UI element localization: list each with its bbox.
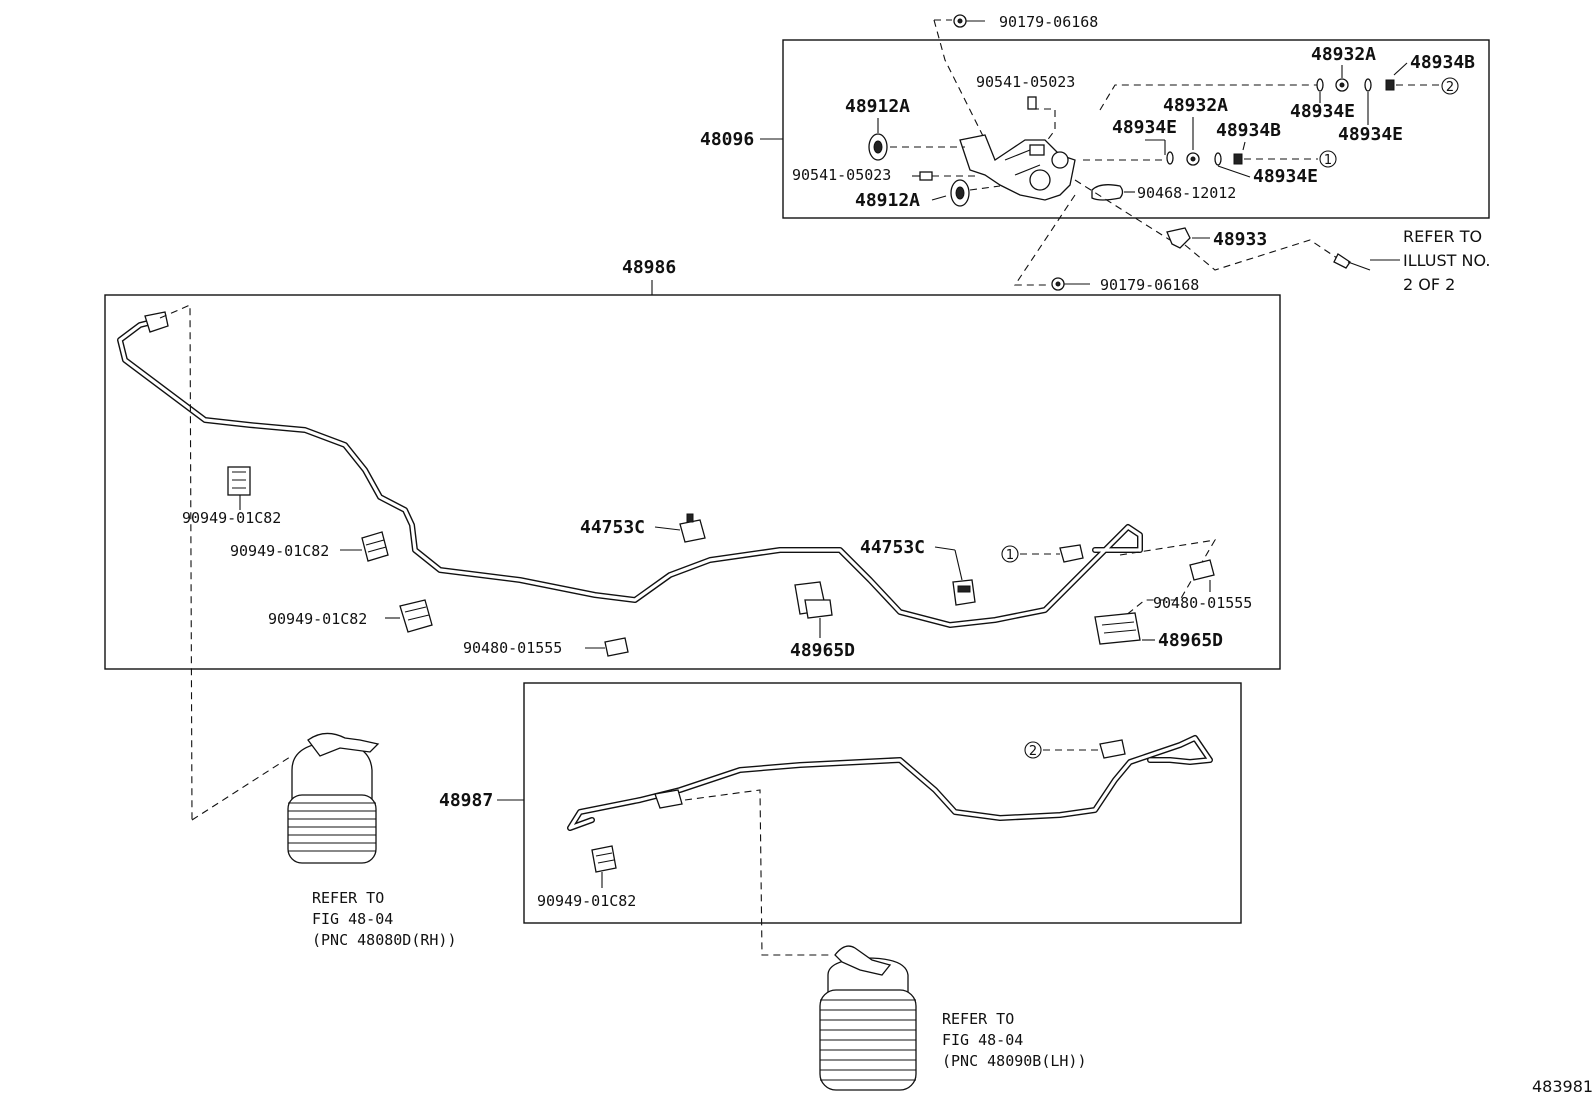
- part-label: 48934E: [1253, 166, 1318, 187]
- connector-marker-2: [1441, 77, 1459, 95]
- part-label: 90179-06168: [1100, 276, 1199, 294]
- clamp-icon: [604, 637, 629, 657]
- fitting-icon: [1233, 153, 1243, 165]
- clip-icon: [227, 466, 251, 496]
- part-label: 90541-05023: [976, 73, 1075, 91]
- clamp-icon: [1189, 559, 1215, 581]
- part-label: 44753C: [580, 517, 645, 538]
- connector-marker-2: [1024, 741, 1042, 759]
- svg-text:2: 2: [1446, 80, 1454, 95]
- o-ring-icon: [1364, 78, 1372, 92]
- bracket-icon: [1094, 612, 1141, 645]
- note-illust-3: 2 OF 2: [1403, 275, 1455, 294]
- part-label: 90480-01555: [463, 639, 562, 657]
- fitting-icon: [654, 789, 683, 809]
- diagram-id: 483981: [1532, 1077, 1592, 1096]
- part-label: 48932A: [1163, 95, 1228, 116]
- part-label: 90949-01C82: [230, 542, 329, 560]
- part-label: 48912A: [845, 96, 910, 117]
- part-label: 48965D: [790, 640, 855, 661]
- note-lh-1: REFER TO: [942, 1010, 1014, 1028]
- note-rh-3: (PNC 48080D(RH)): [312, 931, 457, 949]
- part-label: 48934E: [1112, 117, 1177, 138]
- part-label: 90541-05023: [792, 166, 891, 184]
- part-label: 90949-01C82: [268, 610, 367, 628]
- rear-line-box: [523, 682, 1242, 924]
- clip-icon: [361, 531, 389, 562]
- o-ring-icon: [1316, 78, 1324, 92]
- sensor-icon: [679, 519, 706, 543]
- part-label: 90949-01C82: [182, 509, 281, 527]
- svg-text:1: 1: [1324, 153, 1332, 168]
- svg-text:1: 1: [1006, 548, 1014, 563]
- note-rh-2: FIG 48-04: [312, 910, 393, 928]
- part-label: 48934B: [1216, 120, 1281, 141]
- fitting-icon: [1333, 253, 1351, 269]
- part-label: 48912A: [855, 190, 920, 211]
- fitting-icon: [144, 311, 169, 333]
- hose-clip-icon: [1091, 184, 1124, 201]
- part-label: 48933: [1213, 229, 1267, 250]
- bolt-icon: [1027, 96, 1037, 110]
- group-label-48986: 48986: [622, 257, 676, 278]
- group-label-48987: 48987: [439, 790, 493, 811]
- air-spring-lh-icon: [819, 945, 917, 1091]
- part-label: 48934B: [1410, 52, 1475, 73]
- bolt-icon: [919, 171, 933, 181]
- note-lh-3: (PNC 48090B(LH)): [942, 1052, 1087, 1070]
- connector-marker-1: [1001, 545, 1019, 563]
- part-label: 90179-06168: [999, 13, 1098, 31]
- part-label: 90468-12012: [1137, 184, 1236, 202]
- connector-marker-1: [1319, 150, 1337, 168]
- bracket-icon: [794, 581, 833, 619]
- note-rh-1: REFER TO: [312, 889, 384, 907]
- fitting-icon: [1059, 544, 1084, 563]
- group-label-48096: 48096: [700, 129, 754, 150]
- note-illust-2: ILLUST NO.: [1403, 251, 1490, 270]
- part-label: 90480-01555: [1153, 594, 1252, 612]
- part-label: 44753C: [860, 537, 925, 558]
- front-line-box: [104, 294, 1281, 670]
- bracket-icon: [1166, 227, 1191, 249]
- clip-icon: [399, 599, 433, 633]
- fitting-icon: [1385, 79, 1395, 91]
- fitting-icon: [1099, 739, 1126, 759]
- part-label: 48965D: [1158, 630, 1223, 651]
- svg-text:2: 2: [1029, 744, 1037, 759]
- front-air-line: [117, 317, 1143, 628]
- o-ring-icon: [1214, 152, 1222, 166]
- compressor-pump-icon: [959, 134, 1076, 201]
- note-lh-2: FIG 48-04: [942, 1031, 1023, 1049]
- part-label: 48934E: [1338, 124, 1403, 145]
- part-label: 48932A: [1311, 44, 1376, 65]
- part-label: 90949-01C82: [537, 892, 636, 910]
- pump-assembly-box: [782, 39, 1490, 219]
- o-ring-icon: [1166, 151, 1174, 165]
- part-label: 48934E: [1290, 101, 1355, 122]
- clip-icon: [591, 845, 617, 873]
- note-illust-1: REFER TO: [1403, 227, 1482, 246]
- air-spring-rh-icon: [287, 732, 380, 864]
